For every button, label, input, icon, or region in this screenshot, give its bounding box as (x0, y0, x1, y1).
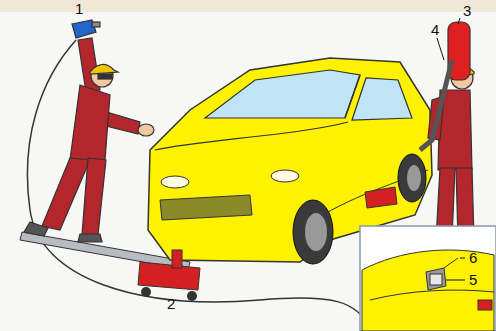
callout-number: 2 (166, 296, 176, 312)
callout-number: 1 (74, 1, 84, 17)
callout-number: 6 (468, 250, 478, 266)
callout-number: 5 (468, 272, 478, 288)
callout-number: 4 (430, 22, 440, 38)
callout-number: 3 (462, 3, 472, 19)
